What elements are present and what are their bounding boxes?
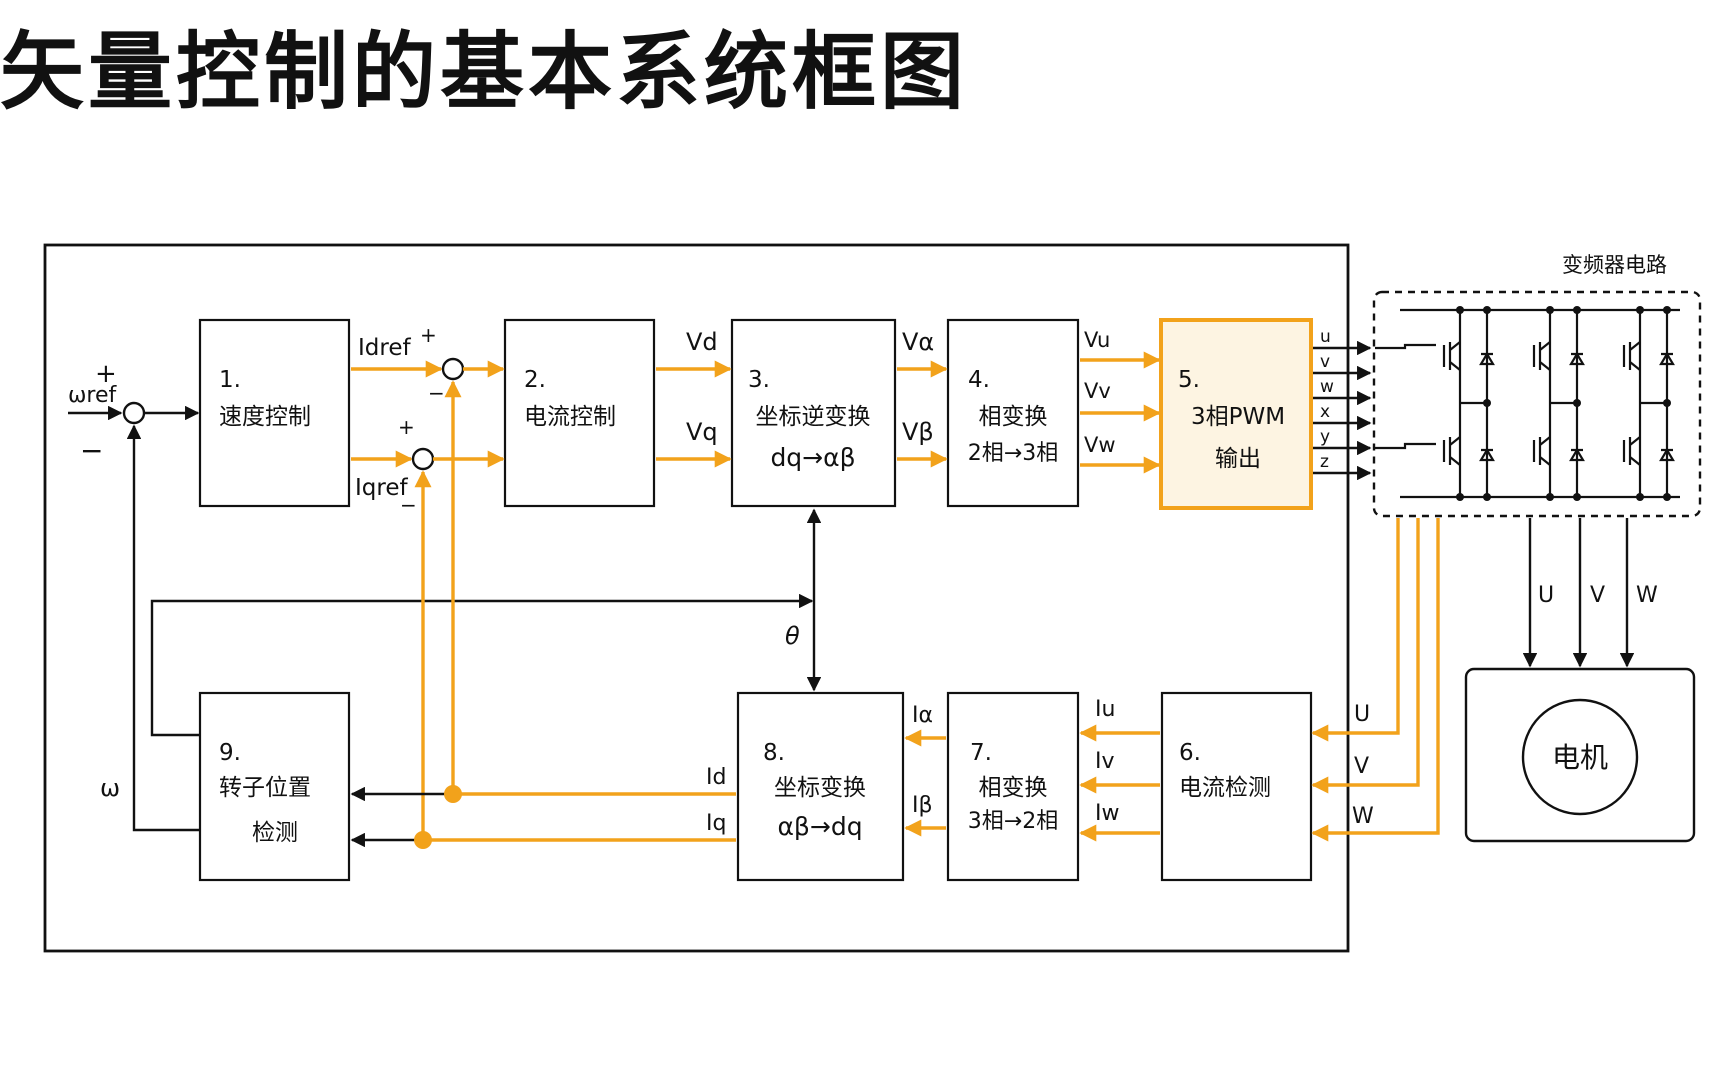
pwm-out-u: u (1320, 327, 1331, 347)
block-5-label: 3相PWM (1191, 404, 1285, 430)
iq-junction-dot (414, 831, 432, 849)
block-7-number: 7. (970, 740, 992, 766)
block-1-number: 1. (219, 367, 241, 393)
vd-label: Vd (686, 328, 718, 356)
d-summing-junction (441, 357, 465, 381)
block-9-sub: 检测 (252, 820, 298, 846)
motor-u-label: U (1538, 583, 1554, 608)
block-3phase-pwm-output: 5. 3相PWM 输出 (1159, 318, 1313, 510)
block-4-label: 相变换 (979, 404, 1048, 430)
rotor-to-theta-line (150, 593, 814, 737)
block-1-label: 速度控制 (219, 404, 311, 430)
omega-label: ω (100, 774, 120, 802)
block-7-sub: 3相→2相 (968, 809, 1058, 834)
vbeta-label: Vβ (902, 418, 934, 446)
block-8-sub: αβ→dq (777, 812, 862, 841)
vu-label: Vu (1084, 328, 1110, 352)
speed-feedback-line (126, 424, 200, 832)
block-2-number: 2. (524, 367, 546, 393)
speed-summing-junction (122, 401, 146, 425)
block-phase-transform-3to2: 7. 相变换 3相→2相 (946, 691, 1080, 882)
block-9-label: 转子位置 (219, 775, 311, 801)
d-junction-minus: − (428, 381, 445, 405)
sense-w-label: W (1352, 804, 1374, 829)
pwm-out-y: y (1320, 427, 1330, 447)
iqref-label: Iqref (355, 475, 408, 501)
block-inverse-coordinate-transform: 3. 坐标逆变换 dq→αβ (730, 318, 897, 508)
block-current-detection: 6. 电流检测 (1160, 691, 1313, 882)
speed-ref-minus: − (80, 434, 103, 467)
motor-v-label: V (1590, 583, 1605, 608)
sense-u-line (1311, 518, 1400, 742)
vq-label: Vq (686, 418, 718, 446)
iq-label: Iq (706, 811, 726, 836)
sense-w-line (1311, 518, 1440, 842)
block-5-number: 5. (1178, 367, 1200, 393)
iqref-plus: + (398, 415, 415, 439)
block-8-label: 坐标变换 (774, 775, 866, 801)
iv-label: Iv (1095, 749, 1115, 774)
block-3-number: 3. (748, 367, 770, 393)
ibeta-label: Iβ (912, 793, 933, 818)
block-current-control: 2. 电流控制 (503, 318, 656, 508)
idref-label: Idref (358, 335, 411, 361)
q-summing-junction (411, 447, 435, 471)
motor-symbol (1521, 698, 1639, 816)
valpha-label: Vα (902, 328, 934, 356)
motor-label: 电机 (1552, 741, 1608, 774)
block-9-number: 9. (219, 740, 241, 766)
page-title: 矢量控制的基本系统框图 (0, 23, 969, 121)
block-7-label: 相变换 (979, 775, 1048, 801)
pwm-out-z: z (1320, 452, 1329, 472)
vw-label: Vw (1084, 433, 1116, 457)
sense-u-label: U (1354, 702, 1370, 727)
q-junction-minus: − (400, 493, 417, 517)
idref-plus: + (420, 323, 437, 347)
id-junction-dot (444, 785, 462, 803)
inverter-label: 变频器电路 (1562, 253, 1667, 277)
ialpha-label: Iα (912, 703, 933, 728)
pwm-out-x: x (1320, 402, 1330, 422)
block-2-label: 电流控制 (524, 404, 616, 430)
speed-ref-plus: + (95, 359, 117, 389)
block-4-number: 4. (968, 367, 990, 393)
inverter-nodes (1456, 306, 1671, 501)
pwm-out-v: v (1320, 352, 1330, 372)
vv-label: Vv (1084, 379, 1111, 403)
iu-label: Iu (1095, 697, 1115, 722)
block-6-number: 6. (1179, 740, 1201, 766)
speed-ref-label: ωref (68, 383, 118, 408)
block-coordinate-transform: 8. 坐标变换 αβ→dq (736, 691, 905, 882)
block-phase-transform-2to3: 4. 相变换 2相→3相 (946, 318, 1080, 508)
iw-label: Iw (1095, 801, 1119, 826)
block-rotor-position-detection: 9. 转子位置 检测 (198, 691, 351, 882)
block-8-number: 8. (763, 740, 785, 766)
pwm-output-lines (1313, 340, 1372, 481)
inverter-bridge (1375, 308, 1680, 499)
block-5-sub: 输出 (1215, 446, 1261, 472)
pwm-out-w: w (1320, 377, 1334, 397)
block-speed-control: 1. 速度控制 (198, 318, 351, 508)
sense-v-label: V (1354, 754, 1369, 779)
sense-v-line (1311, 518, 1420, 794)
theta-label: θ (785, 622, 800, 650)
block-6-label: 电流检测 (1179, 775, 1271, 801)
block-4-sub: 2相→3相 (968, 441, 1058, 466)
block-3-sub: dq→αβ (770, 443, 855, 472)
controller-frame (43, 243, 1350, 953)
id-label: Id (706, 765, 726, 790)
motor-w-label: W (1636, 583, 1658, 608)
block-3-label: 坐标逆变换 (756, 404, 871, 430)
